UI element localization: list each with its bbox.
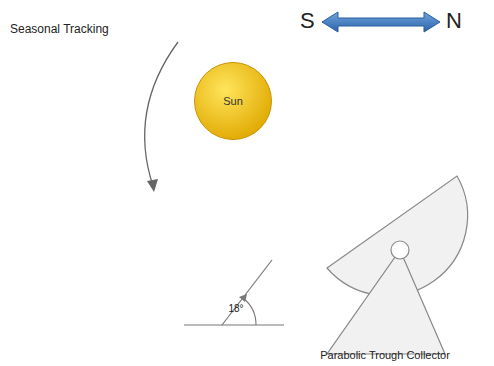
angle-label: 18° bbox=[228, 303, 243, 314]
arrow-head bbox=[147, 179, 158, 192]
angle-arc bbox=[243, 298, 256, 325]
caption-label: Parabolic Trough Collector bbox=[320, 349, 450, 361]
inclined-line bbox=[222, 260, 272, 325]
tracking-label: Seasonal Tracking bbox=[10, 22, 109, 36]
sun-label: Sun bbox=[223, 95, 243, 107]
support-stand bbox=[327, 250, 445, 354]
horizontal-line bbox=[184, 324, 284, 325]
receiver-tube bbox=[391, 241, 409, 259]
direction-label: S bbox=[300, 8, 315, 34]
tracking-arc bbox=[145, 42, 178, 186]
angle-arrow-head bbox=[239, 294, 247, 302]
direction-label: N bbox=[446, 8, 462, 34]
direction-arrow bbox=[322, 12, 440, 32]
sun-circle: Sun bbox=[193, 61, 273, 141]
